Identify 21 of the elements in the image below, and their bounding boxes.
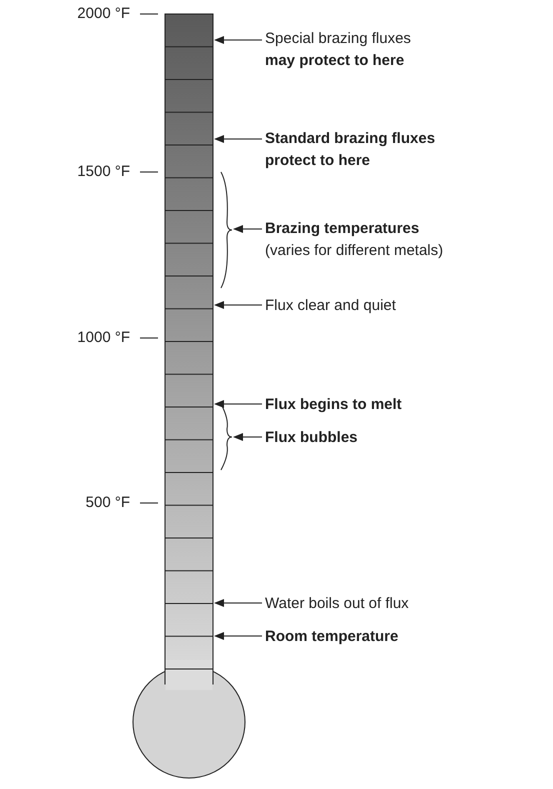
annotation-text: Flux bubbles [265, 428, 358, 448]
annotation-text: Room temperature [265, 627, 398, 647]
temperature-label: 1000 °F [76, 328, 130, 348]
annotation-text: Special brazing fluxes may protect to here [265, 29, 412, 71]
leader-arrow [214, 632, 262, 640]
annotation-text: Flux clear and quiet [265, 296, 396, 316]
annotation-text: (varies for different metals) [265, 241, 444, 261]
leader-arrow [214, 599, 262, 607]
leader-arrow [214, 135, 262, 143]
leader-arrow [233, 225, 262, 233]
leader-arrow [214, 400, 262, 408]
temperature-label: 1500 °F [76, 162, 130, 182]
annotation-text: Brazing temperatures [265, 219, 420, 239]
temperature-label: 500 °F [84, 493, 130, 513]
leader-arrow [214, 301, 262, 309]
leader-arrow [214, 36, 262, 44]
annotation-text: Flux begins to melt [265, 395, 402, 415]
annotation-text: Standard brazing fluxes protect to here [265, 129, 436, 171]
temperature-label: 2000 °F [76, 4, 130, 24]
annotation-text: Water boils out of flux [265, 594, 409, 614]
leader-arrow [233, 433, 262, 441]
